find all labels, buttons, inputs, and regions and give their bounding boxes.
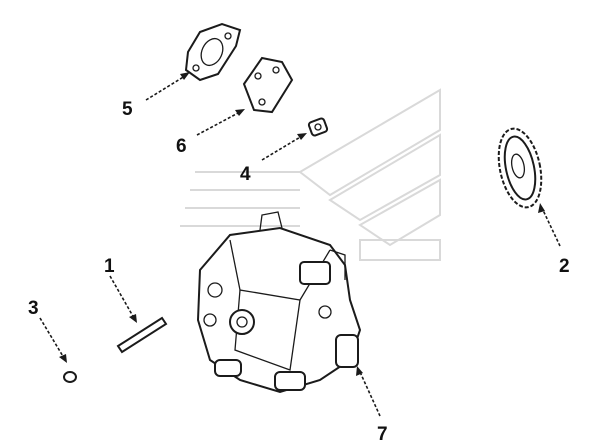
gear-part xyxy=(497,127,543,209)
arrow-6 xyxy=(235,109,245,116)
callout-1: 1 xyxy=(104,256,115,277)
arrow-3 xyxy=(59,354,67,363)
nut-part xyxy=(307,117,329,137)
arrow-5 xyxy=(180,72,190,80)
pump-assembly-part xyxy=(196,211,362,394)
callout-2: 2 xyxy=(559,256,570,277)
leader-line-4 xyxy=(261,135,303,161)
callout-7: 7 xyxy=(377,424,388,445)
callout-5: 5 xyxy=(122,99,133,120)
arrow-7 xyxy=(356,366,363,376)
arrow-4 xyxy=(297,133,307,140)
callout-6: 6 xyxy=(176,136,187,157)
leader-line-2 xyxy=(541,207,561,247)
leader-line-3 xyxy=(39,317,65,359)
leader-lines xyxy=(39,72,561,417)
leader-line-6 xyxy=(196,111,241,136)
arrow-1 xyxy=(129,314,137,323)
callout-labels: 1 2 3 4 5 6 7 xyxy=(28,99,570,445)
callout-3: 3 xyxy=(28,298,39,319)
arrow-2 xyxy=(538,203,545,213)
leader-line-1 xyxy=(109,275,135,319)
gasket-part xyxy=(184,22,242,82)
washer-part xyxy=(63,371,77,383)
cover-plate-part xyxy=(242,56,294,114)
pin-part xyxy=(116,316,168,354)
leader-line-5 xyxy=(145,75,186,101)
callout-4: 4 xyxy=(240,164,251,185)
leader-line-7 xyxy=(359,371,381,417)
watermark-logo xyxy=(180,88,441,261)
